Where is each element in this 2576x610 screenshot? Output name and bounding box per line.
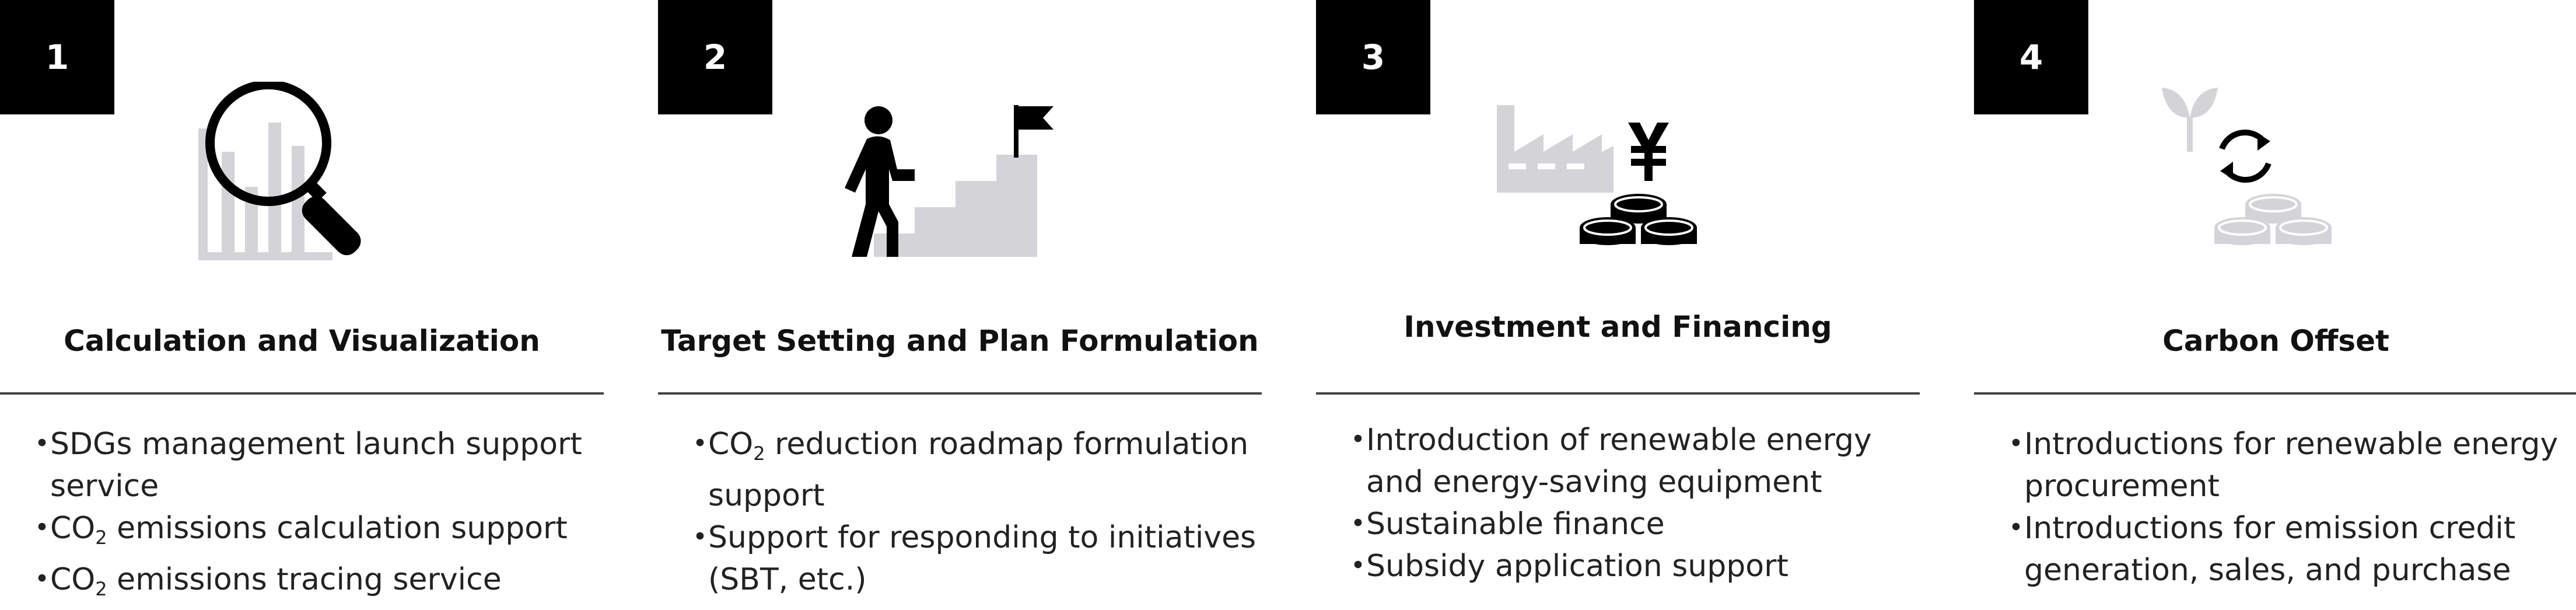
step-number-badge: 2	[658, 0, 772, 114]
divider	[1316, 392, 1920, 395]
step-card-2: 2 Target Setting and Plan Formulation ・C…	[658, 0, 1262, 607]
step-card-4: 4	[1974, 0, 2576, 607]
list-item: ・SDGs management launch support service	[27, 427, 582, 504]
list-item: ・CO2 emissions calculation support	[27, 511, 568, 549]
divider	[658, 392, 1262, 395]
step-title: Target Setting and Plan Formulation	[661, 324, 1259, 358]
bullet-list: ・Introductions for renewable energy proc…	[1997, 423, 2575, 591]
step-title: Carbon Offset	[2162, 324, 2389, 358]
step-title: Calculation and Visualization	[64, 324, 540, 358]
list-item: ・CO2 emissions tracing service	[27, 562, 502, 600]
list-item: ・Support for responding to initiatives (…	[685, 520, 1256, 597]
list-item: ・Sustainable finance	[1343, 507, 1665, 542]
step-number-badge: 4	[1974, 0, 2088, 114]
list-item: ・Introductions for renewable energy proc…	[2001, 427, 2558, 504]
bullet-list: ・SDGs management launch support service …	[23, 423, 601, 610]
bullet-list: ・Introduction of renewable energy and en…	[1339, 419, 1917, 587]
magnifier-chart-icon	[181, 80, 426, 269]
step-number-badge: 3	[1316, 0, 1430, 114]
list-item: ・Introductions for emission credit gener…	[2001, 511, 2516, 588]
step-title: Investment and Financing	[1404, 310, 1832, 344]
list-item: ・CO2 reduction roadmap formulation suppo…	[685, 427, 1249, 513]
person-climbing-stairs-flag-icon	[839, 82, 1084, 269]
divider	[1974, 392, 2576, 395]
factory-yen-coins-icon	[1497, 82, 1742, 269]
step-card-3: 3	[1316, 0, 1920, 607]
sprout-cycle-coins-icon	[2155, 82, 2400, 269]
bullet-list: ・CO2 reduction roadmap formulation suppo…	[681, 423, 1259, 601]
divider	[0, 392, 604, 395]
list-item: ・Subsidy application support	[1343, 549, 1788, 584]
step-number-badge: 1	[0, 0, 114, 114]
list-item: ・Introduction of renewable energy and en…	[1343, 423, 1872, 500]
step-card-1: 1 Calculation and Visualization ・SDGs ma…	[0, 0, 604, 607]
